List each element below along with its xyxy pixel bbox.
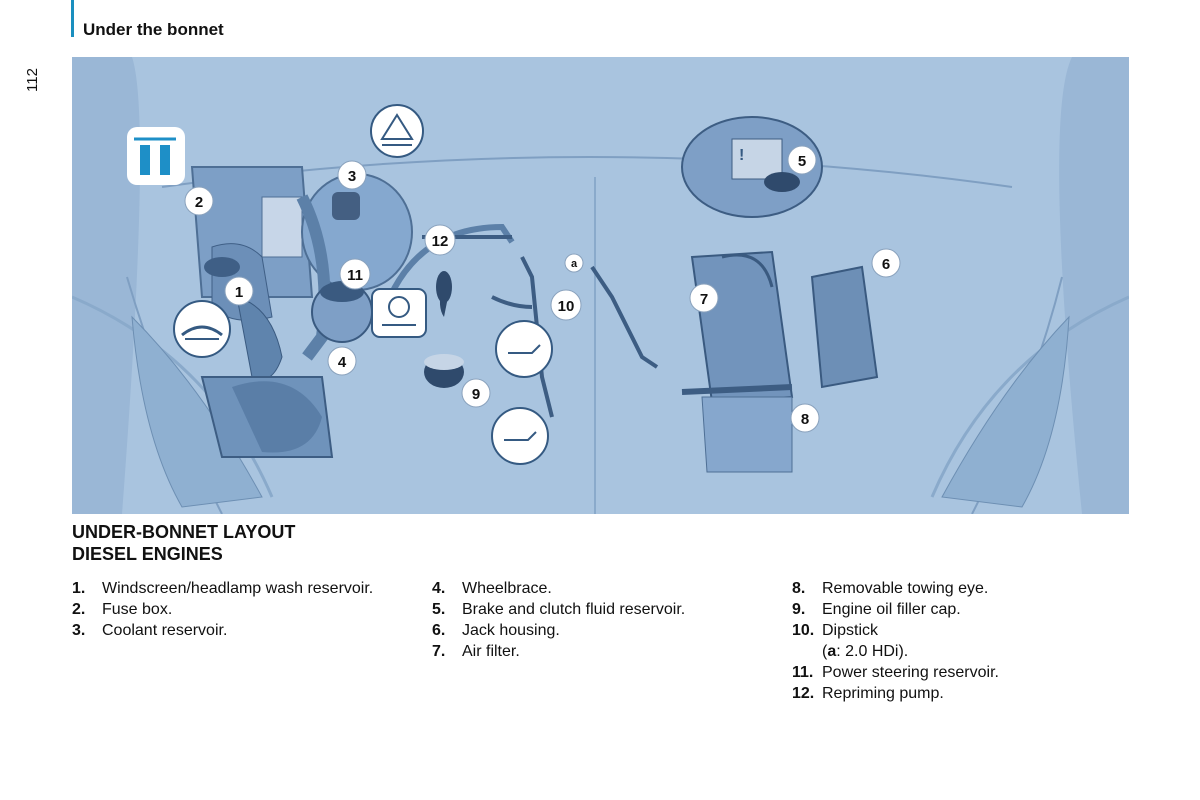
svg-text:3: 3 <box>348 168 356 185</box>
callout-7: 7 <box>689 283 719 313</box>
layout-heading-line1: UNDER-BONNET LAYOUT <box>72 522 296 542</box>
section-accent-bar <box>71 0 74 37</box>
legend-number: 1. <box>72 580 86 597</box>
engine-oil-icon <box>495 320 553 378</box>
legend-number: 3. <box>72 622 86 639</box>
legend-note-rest: : 2.0 HDi). <box>836 643 909 660</box>
svg-text:7: 7 <box>700 291 708 308</box>
svg-text:12: 12 <box>432 233 449 250</box>
legend-item: 11. Power steering reservoir. <box>792 663 1112 683</box>
legend-column-1: 1. Windscreen/headlamp wash reservoir. 2.… <box>72 579 382 642</box>
svg-text:4: 4 <box>338 354 347 371</box>
legend-column-3: 8. Removable towing eye. 9. Engine oil fil… <box>792 579 1112 705</box>
legend-text: Windscreen/headlamp wash reservoir. <box>102 580 374 597</box>
layout-heading: UNDER-BONNET LAYOUT DIESEL ENGINES <box>72 521 295 565</box>
legend-number <box>792 642 822 662</box>
svg-text:5: 5 <box>798 153 806 170</box>
power-steering-icon <box>371 288 427 338</box>
legend-text: Jack housing. <box>462 622 560 639</box>
legend-item: 9. Engine oil filler cap. <box>792 600 1112 620</box>
legend-number: 5. <box>432 601 446 618</box>
legend-text: Engine oil filler cap. <box>822 601 961 618</box>
engine-oil-icon <box>491 407 549 465</box>
svg-text:!: ! <box>739 147 744 164</box>
legend-item: 10. Dipstick <box>792 621 1112 641</box>
legend-text: Fuse box. <box>102 601 173 618</box>
legend-text: Removable towing eye. <box>822 580 989 597</box>
callout-4: 4 <box>327 346 357 376</box>
legend-note: (a: 2.0 HDi). <box>822 642 1112 662</box>
legend-number: 12. <box>792 685 815 702</box>
svg-text:10: 10 <box>558 298 575 315</box>
washer-fluid-icon <box>173 300 231 358</box>
legend-item: 7. Air filter. <box>432 642 752 662</box>
legend-text: Repriming pump. <box>822 685 944 702</box>
callout-1: 1 <box>224 276 254 306</box>
legend-number: 2. <box>72 601 86 618</box>
layout-heading-line2: DIESEL ENGINES <box>72 544 223 564</box>
callout-8: 8 <box>790 403 820 433</box>
legend-text: Wheelbrace. <box>462 580 552 597</box>
legend-text: Dipstick <box>822 622 879 639</box>
legend-item: 12. Repriming pump. <box>792 684 1112 704</box>
callout-a: a <box>564 253 584 273</box>
legend-item: 6. Jack housing. <box>432 621 752 641</box>
callout-9: 9 <box>461 378 491 408</box>
legend-text: Coolant reservoir. <box>102 622 228 639</box>
fuse-icon <box>127 127 185 185</box>
callout-3: 3 <box>337 160 367 190</box>
legend-number: 9. <box>792 601 806 618</box>
callout-10: 10 <box>550 289 582 321</box>
legend-item: 8. Removable towing eye. <box>792 579 1112 599</box>
legend-note-open: ( <box>822 643 828 660</box>
legend-text: Air filter. <box>462 643 520 660</box>
svg-text:6: 6 <box>882 256 890 273</box>
section-title: Under the bonnet <box>83 20 224 39</box>
callout-11: 11 <box>339 258 371 290</box>
legend-text: Brake and clutch fluid reservoir. <box>462 601 686 618</box>
svg-text:2: 2 <box>195 194 203 211</box>
legend-item: 2. Fuse box. <box>72 600 382 620</box>
legend-number: 11. <box>792 664 814 681</box>
svg-text:8: 8 <box>801 411 809 428</box>
legend-number: 4. <box>432 580 446 597</box>
legend-item: 5. Brake and clutch fluid reservoir. <box>432 600 752 620</box>
callout-6: 6 <box>871 248 901 278</box>
legend-number: 7. <box>432 643 446 660</box>
callout-2: 2 <box>184 186 214 216</box>
engine-bay-illustration: ! 1 2 3 4 5 6 7 8 9 10 11 12 a <box>72 57 1129 514</box>
svg-text:9: 9 <box>472 386 480 403</box>
legend-number: 8. <box>792 580 806 597</box>
legend-note-letter: a <box>827 643 837 660</box>
callout-5: 5 <box>787 145 817 175</box>
callout-12: 12 <box>424 224 456 256</box>
svg-text:1: 1 <box>235 284 243 301</box>
brake-fluid-icon: ! <box>739 147 744 164</box>
page-number: 112 <box>24 68 41 92</box>
legend-item: 3. Coolant reservoir. <box>72 621 382 641</box>
legend-text: Power steering reservoir. <box>822 664 999 681</box>
coolant-warning-icon <box>370 104 424 158</box>
legend-number: 10. <box>792 622 815 639</box>
legend-column-2: 4. Wheelbrace. 5. Brake and clutch fluid r… <box>432 579 752 663</box>
legend-item: 4. Wheelbrace. <box>432 579 752 599</box>
svg-text:a: a <box>571 258 578 270</box>
legend-number: 6. <box>432 622 446 639</box>
legend-item-note: (a: 2.0 HDi). <box>792 642 1112 662</box>
svg-text:11: 11 <box>347 267 363 284</box>
legend-item: 1. Windscreen/headlamp wash reservoir. <box>72 579 382 599</box>
